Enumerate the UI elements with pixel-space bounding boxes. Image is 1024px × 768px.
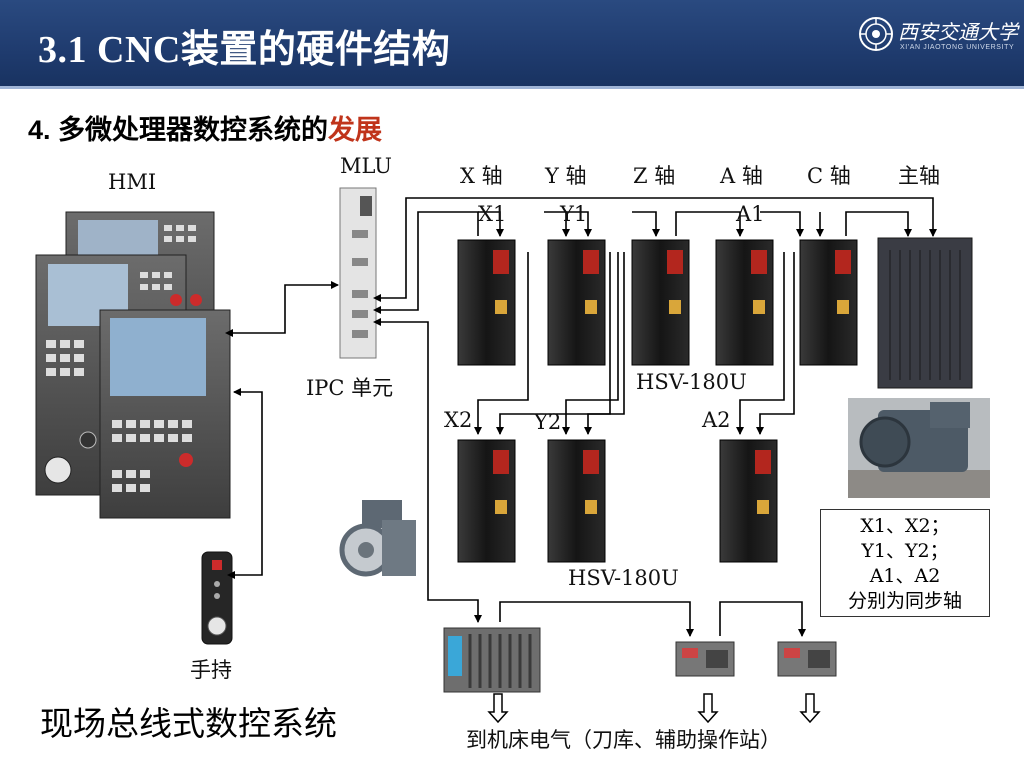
- label-hsv-bottom: HSV-180U: [568, 566, 679, 590]
- drive-tag-y1: Y1: [560, 202, 588, 226]
- connection-lines: [225, 197, 937, 637]
- drive-tag-a2: A2: [702, 408, 731, 432]
- sync-note-line: A1、A2: [869, 565, 941, 587]
- drive-tag-y2: Y2: [534, 410, 562, 434]
- io-module-3: [777, 641, 837, 677]
- axis-label-z: Z 轴: [633, 164, 676, 188]
- axis-label-c: C 轴: [807, 164, 851, 188]
- drive-tag-x1: X1: [478, 202, 507, 226]
- handheld-pendant: [201, 551, 233, 645]
- label-hmi: HMI: [108, 170, 157, 194]
- sync-note-line: Y1、Y2；: [861, 540, 949, 562]
- output-arrows: [487, 693, 821, 724]
- label-hsv-top: HSV-180U: [636, 370, 747, 394]
- sync-note-line: X1、X2；: [860, 515, 950, 537]
- drive-tag-a1: A1: [736, 202, 765, 226]
- io-modules: [443, 627, 837, 693]
- drive-y2: [547, 439, 606, 563]
- label-mlu: MLU: [340, 154, 392, 178]
- hmi-panels: [35, 211, 231, 519]
- axis-label-y: Y 轴: [545, 164, 587, 188]
- section-subtitle: 4. 多微处理器数控系统的发展: [28, 108, 382, 147]
- slide-title: 3.1 CNC装置的硬件结构: [38, 29, 451, 71]
- seal-icon: [859, 17, 893, 51]
- header-divider: [0, 86, 1024, 89]
- logo-subtext: XI'AN JIAOTONG UNIVERSITY: [900, 44, 1015, 51]
- mlu-unit: [339, 187, 377, 359]
- drive-tag-x2: X2: [444, 408, 473, 432]
- label-handheld: 手持: [190, 658, 232, 682]
- sync-axis-note: X1、X2； Y1、Y2； A1、A2 分别为同步轴: [820, 509, 990, 617]
- header-bar: [0, 0, 1024, 88]
- spindle-motor-photo: [848, 398, 990, 498]
- axis-label-a: A 轴: [720, 164, 763, 188]
- spindle-drive: [877, 237, 973, 389]
- io-module-2: [675, 641, 735, 677]
- university-logo: 西安交通大学 XI'AN JIAOTONG UNIVERSITY: [858, 14, 1018, 64]
- servo-motor: [339, 500, 416, 577]
- drive-z: [631, 239, 690, 366]
- drive-a2: [719, 439, 778, 563]
- drive-x2: [457, 439, 516, 563]
- sync-note-line: 分别为同步轴: [847, 590, 962, 612]
- subtitle-highlight: 发展: [328, 115, 383, 145]
- logo-text: 西安交通大学: [898, 20, 1018, 44]
- axis-label-spindle: 主轴: [898, 164, 940, 188]
- drive-y1: [547, 239, 606, 366]
- io-module-main: [443, 627, 541, 693]
- subtitle-prefix: 4. 多微处理器数控系统的: [28, 115, 329, 145]
- diagram-caption: 现场总线式数控系统: [40, 704, 337, 743]
- label-ipc-unit: IPC 单元: [306, 376, 394, 400]
- drive-a1: [715, 239, 774, 366]
- axis-label-x: X 轴: [460, 164, 503, 188]
- label-machine-electrical: 到机床电气（刀库、辅助操作站）: [466, 728, 781, 752]
- drive-x1: [457, 239, 516, 366]
- drive-c: [799, 239, 858, 366]
